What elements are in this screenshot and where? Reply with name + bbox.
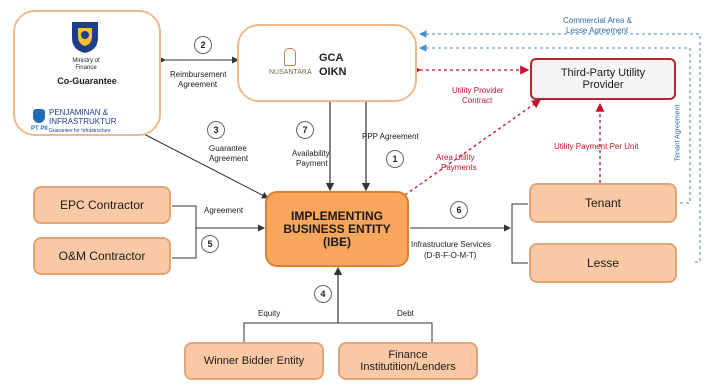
commercial-label-2: Lesse Agreement — [566, 26, 629, 35]
ptpii-tagline: Guarantee for Infrastructure — [49, 128, 111, 134]
epc-label: EPC Contractor — [59, 198, 145, 212]
nusantara-label: NUSANTARA — [269, 69, 312, 76]
utility-contract-label-1: Utility Provider — [452, 86, 504, 95]
finance-label-2: Institutition/Lenders — [360, 361, 456, 373]
reimbursement-label-2: Agreement — [178, 80, 218, 89]
infrastructure-label-2: (D-B-F-O-M-T) — [424, 251, 477, 260]
area-utility-label-1: Area Utility — [436, 153, 475, 162]
ibe-line-2: BUSINESS ENTITY — [283, 221, 391, 236]
tenant-lesse-bracket — [511, 203, 528, 264]
step-1-marker: 1 — [386, 150, 404, 168]
gca-oikn-panel: NUSANTARA GCA OIKN — [237, 24, 417, 102]
step-5-marker: 5 — [201, 235, 219, 253]
availability-label-1: Availability — [292, 149, 330, 158]
area-utility-label-2: Payments — [441, 163, 477, 172]
ministry-label: Ministry of Finance — [72, 58, 100, 71]
third-party-label: Third-Party Utility Provider — [560, 67, 646, 91]
ministry-of-finance-logo — [70, 18, 100, 54]
step-7-marker: 7 — [296, 121, 314, 139]
ptpii-logo: PT PII — [31, 126, 48, 132]
om-label: O&M Contractor — [58, 249, 146, 263]
reimbursement-label-1: Reimbursement — [170, 70, 227, 79]
implementing-business-entity: IMPLEMENTING BUSINESS ENTITY (IBE) — [265, 191, 409, 267]
nusantara-emblem — [284, 48, 296, 66]
lesse-label: Lesse — [586, 256, 620, 270]
gca-title: GCA — [319, 52, 344, 64]
step-2-marker: 2 — [194, 36, 212, 54]
utility-payment-label: Utility Payment Per Unit — [554, 142, 639, 151]
winner-bidder-entity: Winner Bidder Entity — [184, 342, 324, 380]
tenant-agreement-label: Tenant Agreement — [674, 104, 682, 162]
ibe-line-1: IMPLEMENTING — [291, 208, 383, 223]
utility-contract-label-2: Contract — [462, 96, 493, 105]
step-6-marker: 6 — [450, 201, 468, 219]
equity-debt-bracket — [243, 322, 433, 342]
third-party-utility-provider: Third-Party Utility Provider — [530, 58, 676, 100]
tenant-label: Tenant — [584, 196, 622, 210]
step-4-marker: 4 — [314, 285, 332, 303]
finance-institution: Finance Institutition/Lenders — [338, 342, 478, 380]
step-3-marker: 3 — [207, 121, 225, 139]
tenant-box: Tenant — [529, 183, 677, 223]
lesse-box: Lesse — [529, 243, 677, 283]
ptpii-name: PENJAMINAN & — [49, 108, 109, 117]
area-utility-arrow — [404, 99, 542, 196]
commercial-label-1: Commercial Area & — [563, 16, 632, 25]
debt-label: Debt — [397, 309, 414, 318]
equity-label: Equity — [258, 309, 281, 318]
infrastructure-label-1: Infrastructure Services — [411, 240, 492, 249]
guarantee-arrow — [133, 126, 269, 199]
om-contractor: O&M Contractor — [33, 237, 171, 275]
finance-label-1: Finance — [388, 349, 428, 361]
commercial-area-line — [418, 30, 701, 263]
tenant-agreement-line — [418, 44, 691, 204]
winner-label: Winner Bidder Entity — [203, 355, 305, 367]
ptpii-emblem — [33, 109, 45, 123]
ibe-line-3: (IBE) — [323, 234, 351, 249]
guarantee-label-1: Guarantee — [209, 144, 247, 153]
contractor-bracket — [172, 205, 197, 259]
agreement-label: Agreement — [204, 206, 244, 215]
ptpii-name-2: INFRASTRUKTUR — [49, 117, 117, 126]
ppp-label: PPP Agreement — [362, 132, 419, 141]
co-guarantee-label: Co-Guarantee — [57, 76, 117, 86]
co-guarantee-panel: Ministry of Finance Co-Guarantee PT PII … — [13, 10, 161, 136]
epc-contractor: EPC Contractor — [33, 186, 171, 224]
availability-label-2: Payment — [296, 159, 328, 168]
guarantee-label-2: Agreement — [209, 154, 249, 163]
oikn-title: OIKN — [319, 66, 347, 78]
